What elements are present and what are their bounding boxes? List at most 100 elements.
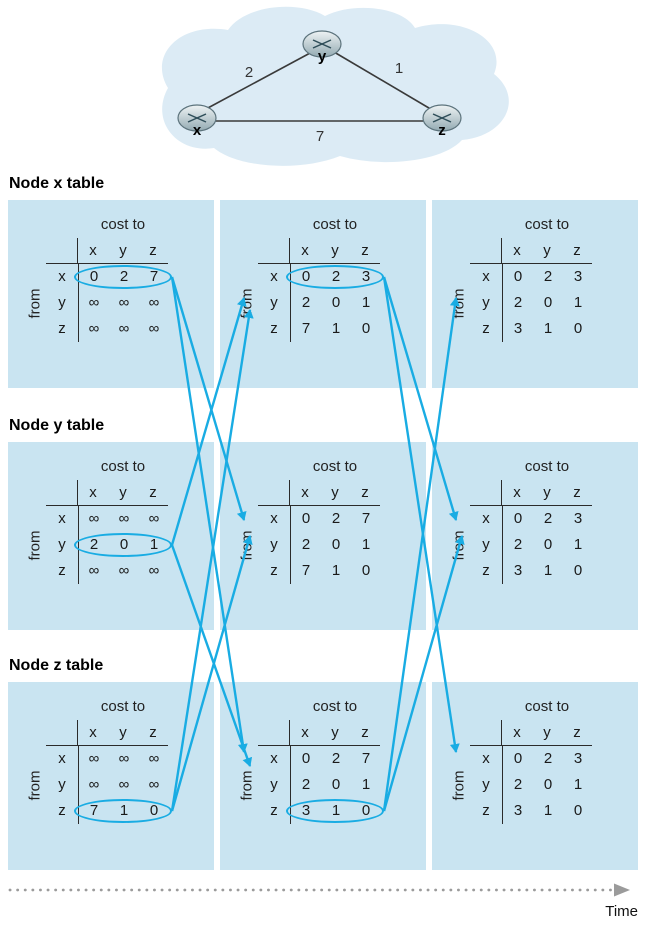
node-table-section: Node z table from cost to x y z x <box>0 656 650 870</box>
cell-value: 3 <box>361 268 371 285</box>
cell-value: 0 <box>543 294 553 311</box>
distance-table: from cost to x y z x ∞ ∞ <box>24 696 214 824</box>
cell-value: 7 <box>301 320 311 337</box>
cell-value: 7 <box>301 562 311 579</box>
col-header: y <box>543 242 551 259</box>
cell-value: ∞ <box>88 562 100 579</box>
router-z-icon: z <box>422 104 462 139</box>
table-row: x 0 2 7 <box>258 506 381 532</box>
table-header-row: x y z <box>470 720 592 746</box>
from-label: from <box>450 530 468 560</box>
col-header: x <box>513 484 521 501</box>
cell-value: ∞ <box>148 294 160 311</box>
cell-value: 0 <box>89 268 99 285</box>
row-label: x <box>482 750 490 767</box>
col-header: y <box>543 484 551 501</box>
col-header: x <box>513 724 521 741</box>
col-header: y <box>119 242 127 259</box>
cost-to-label: cost to <box>100 698 146 715</box>
row-label: z <box>270 802 278 819</box>
cell-value: 1 <box>573 294 583 311</box>
distance-table-panel: from cost to x y z x 0 2 <box>220 682 426 870</box>
col-header: x <box>89 484 97 501</box>
col-header: z <box>149 724 157 741</box>
cell-value: 0 <box>513 268 523 285</box>
row-label: y <box>482 776 490 793</box>
link-cost-x-y: 2 <box>245 64 253 81</box>
cell-value: 3 <box>513 562 523 579</box>
cell-value: 0 <box>301 510 311 527</box>
table-header-row: x y z <box>258 238 380 264</box>
table-row: z 3 1 0 <box>470 316 593 342</box>
table-row: x 0 2 3 <box>258 264 384 290</box>
row-label: x <box>270 750 278 767</box>
cell-value: 7 <box>361 510 371 527</box>
row-label: z <box>482 562 490 579</box>
cost-to-label: cost to <box>100 458 146 475</box>
cell-value: 2 <box>301 536 311 553</box>
table-header-row: x y z <box>46 238 168 264</box>
table-header-row: x y z <box>258 480 380 506</box>
from-label: from <box>26 770 44 800</box>
from-label: from <box>26 288 44 318</box>
cell-value: 0 <box>331 294 341 311</box>
col-header: x <box>301 242 309 259</box>
col-header: z <box>361 242 369 259</box>
table-row: z 3 1 0 <box>470 558 593 584</box>
cell-value: 2 <box>331 510 341 527</box>
section-tables: from cost to x y z x ∞ ∞ <box>0 682 650 870</box>
row-label: x <box>58 750 66 767</box>
table-row: z ∞ ∞ ∞ <box>46 558 169 584</box>
cell-value: ∞ <box>88 294 100 311</box>
cell-value: 0 <box>361 802 371 819</box>
table-row: x 0 2 3 <box>470 264 593 290</box>
table-header-row: x y z <box>470 480 592 506</box>
row-label: y <box>58 294 66 311</box>
cell-value: 1 <box>331 320 341 337</box>
cell-value: 0 <box>573 802 583 819</box>
table-row: x 0 2 7 <box>258 746 381 772</box>
time-axis-label: Time <box>605 903 638 920</box>
table-row: x 0 2 3 <box>470 746 593 772</box>
col-header: z <box>149 242 157 259</box>
cell-value: 2 <box>543 750 553 767</box>
cell-value: 3 <box>301 802 311 819</box>
cell-value: 7 <box>361 750 371 767</box>
cell-value: 2 <box>543 510 553 527</box>
table-row: z 7 1 0 <box>258 316 381 342</box>
cell-value: 1 <box>149 536 159 553</box>
col-header: z <box>361 484 369 501</box>
distance-table: from cost to x y z x 0 2 <box>236 214 426 342</box>
row-label: x <box>58 510 66 527</box>
col-header: z <box>573 724 581 741</box>
col-header: x <box>513 242 521 259</box>
cell-value: 0 <box>331 776 341 793</box>
time-axis: Time <box>8 883 638 920</box>
col-header: x <box>301 484 309 501</box>
section-title: Node y table <box>9 417 105 434</box>
cell-value: 0 <box>301 268 311 285</box>
cell-value: ∞ <box>118 294 130 311</box>
cell-value: ∞ <box>118 750 130 767</box>
row-label: z <box>270 562 278 579</box>
cell-value: 3 <box>573 750 583 767</box>
link-cost-x-z: 7 <box>316 128 324 145</box>
section-tables: from cost to x y z x ∞ ∞ <box>0 442 650 630</box>
cell-value: 1 <box>543 320 553 337</box>
cell-value: 0 <box>573 320 583 337</box>
table-row: y 2 0 1 <box>258 532 381 558</box>
cell-value: 1 <box>331 802 341 819</box>
table-row: y 2 0 1 <box>470 532 593 558</box>
router-x-icon: x <box>177 104 217 139</box>
cell-value: 1 <box>543 562 553 579</box>
distance-table: from cost to x y z x 0 2 <box>24 214 214 342</box>
cell-value: ∞ <box>148 776 160 793</box>
cell-value: 1 <box>361 536 371 553</box>
distance-table-panel: from cost to x y z x ∞ ∞ <box>8 442 214 630</box>
cost-to-label: cost to <box>312 216 358 233</box>
cell-value: ∞ <box>148 510 160 527</box>
from-label: from <box>238 770 256 800</box>
row-label: y <box>270 536 278 553</box>
cell-value: 1 <box>573 536 583 553</box>
